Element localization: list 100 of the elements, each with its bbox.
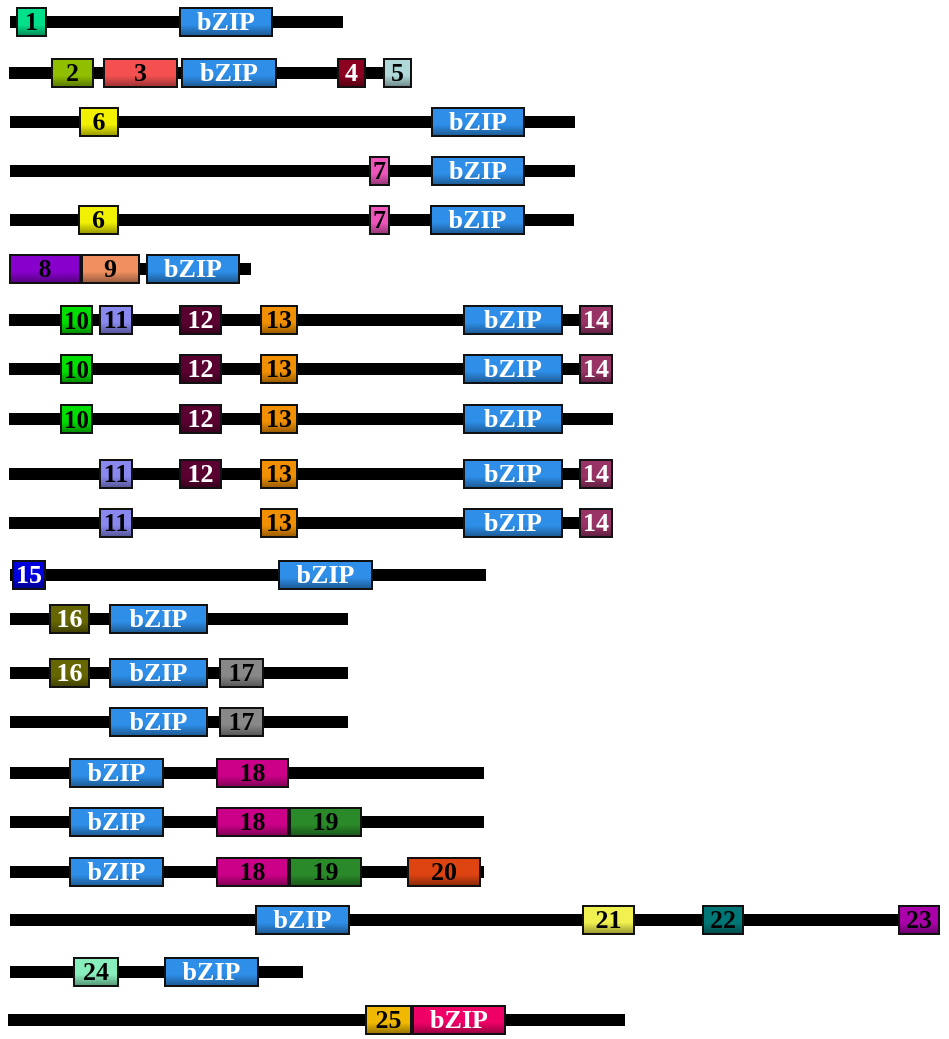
- domain-label: bZIP: [448, 207, 507, 233]
- domain-box: [337, 58, 366, 88]
- domain-label: 11: [103, 461, 129, 487]
- domain-label: 14: [583, 356, 609, 382]
- domain-box: [109, 658, 208, 688]
- domain-box: [164, 957, 259, 987]
- domain-label: bZIP: [200, 60, 258, 86]
- domain-label: bZIP: [484, 307, 542, 333]
- domain-label: 7: [373, 207, 386, 233]
- protein-backbone-bar: [10, 857, 484, 887]
- domain-label: 13: [266, 510, 292, 536]
- domain-label: bZIP: [182, 959, 241, 985]
- domain-label: 13: [266, 307, 292, 333]
- domain-box: [49, 604, 90, 634]
- domain-box: [181, 58, 277, 88]
- domain-box: [16, 7, 47, 37]
- domain-box: [109, 707, 208, 737]
- domain-box: [255, 905, 350, 935]
- domain-label: 18: [239, 859, 266, 885]
- domain-box: [69, 857, 164, 887]
- domain-box: [463, 354, 563, 384]
- domain-box: [81, 254, 140, 284]
- domain-label: 6: [92, 109, 106, 135]
- domain-box: [463, 508, 563, 538]
- domain-label: 12: [187, 356, 214, 382]
- domain-label: 11: [103, 307, 129, 333]
- domain-box: [463, 404, 563, 434]
- domain-label: bZIP: [273, 907, 332, 933]
- domain-box: [260, 508, 298, 538]
- domain-label: 21: [595, 907, 622, 933]
- domain-label: 23: [906, 907, 932, 933]
- domain-box: [898, 905, 940, 935]
- domain-box: [430, 205, 525, 235]
- domain-label: 6: [92, 207, 105, 233]
- domain-box: [146, 254, 240, 284]
- domain-label: bZIP: [129, 709, 188, 735]
- domain-box: [431, 107, 525, 137]
- domain-label: bZIP: [296, 562, 355, 588]
- domain-box: [463, 305, 563, 335]
- domain-label: 18: [239, 809, 266, 835]
- domain-label: 10: [64, 307, 89, 333]
- domain-label: bZIP: [430, 1007, 488, 1033]
- domain-label: 19: [312, 859, 339, 885]
- domain-box: [78, 205, 119, 235]
- domain-box: [179, 459, 222, 489]
- domain-box: [49, 658, 90, 688]
- domain-box: [103, 58, 178, 88]
- domain-box: [289, 857, 362, 887]
- domain-box: [219, 658, 264, 688]
- domain-label: 4: [345, 60, 358, 86]
- domain-label: bZIP: [87, 760, 146, 786]
- domain-box: [260, 404, 298, 434]
- domain-box: [69, 807, 164, 837]
- domain-box: [179, 305, 222, 335]
- domain-label: bZIP: [87, 859, 146, 885]
- domain-box: [179, 404, 222, 434]
- domain-box: [260, 459, 298, 489]
- domain-label: 16: [56, 660, 83, 686]
- domain-box: [260, 305, 298, 335]
- domain-box: [9, 254, 81, 284]
- domain-box: [289, 807, 362, 837]
- domain-label: 10: [64, 406, 89, 432]
- domain-label: 16: [56, 606, 83, 632]
- domain-box: [109, 604, 208, 634]
- domain-label: 8: [38, 256, 52, 282]
- domain-label: 22: [710, 907, 736, 933]
- domain-label: 2: [66, 60, 79, 86]
- domain-label: 9: [104, 256, 117, 282]
- domain-box: [216, 857, 289, 887]
- protein-backbone-bar: [9, 58, 412, 88]
- domain-box: [79, 107, 119, 137]
- domain-box: [582, 905, 635, 935]
- domain-box: [216, 807, 289, 837]
- domain-label: bZIP: [129, 660, 188, 686]
- domain-box: [431, 156, 525, 186]
- domain-label: bZIP: [87, 809, 146, 835]
- domain-label: 13: [266, 406, 292, 432]
- protein-backbone-bar: [9, 254, 251, 284]
- domain-label: 7: [373, 158, 386, 184]
- domain-box: [365, 1005, 412, 1035]
- domain-label: 14: [583, 307, 609, 333]
- domain-label: 3: [134, 60, 147, 86]
- domain-label: bZIP: [197, 9, 255, 35]
- domain-label: 24: [83, 959, 109, 985]
- domain-box: [69, 758, 164, 788]
- domain-label: bZIP: [449, 158, 507, 184]
- domain-box: [383, 58, 412, 88]
- domain-box: [179, 7, 273, 37]
- domain-label: 17: [228, 709, 255, 735]
- domain-label: bZIP: [164, 256, 222, 282]
- domain-label: bZIP: [484, 356, 542, 382]
- domain-label: 12: [187, 406, 214, 432]
- domain-label: bZIP: [129, 606, 188, 632]
- domain-label: 12: [187, 307, 214, 333]
- domain-label: 13: [266, 356, 292, 382]
- domain-label: bZIP: [484, 406, 542, 432]
- domain-box: [407, 857, 481, 887]
- domain-box: [216, 758, 289, 788]
- domain-label: 15: [16, 562, 42, 588]
- domain-label: 14: [583, 510, 609, 536]
